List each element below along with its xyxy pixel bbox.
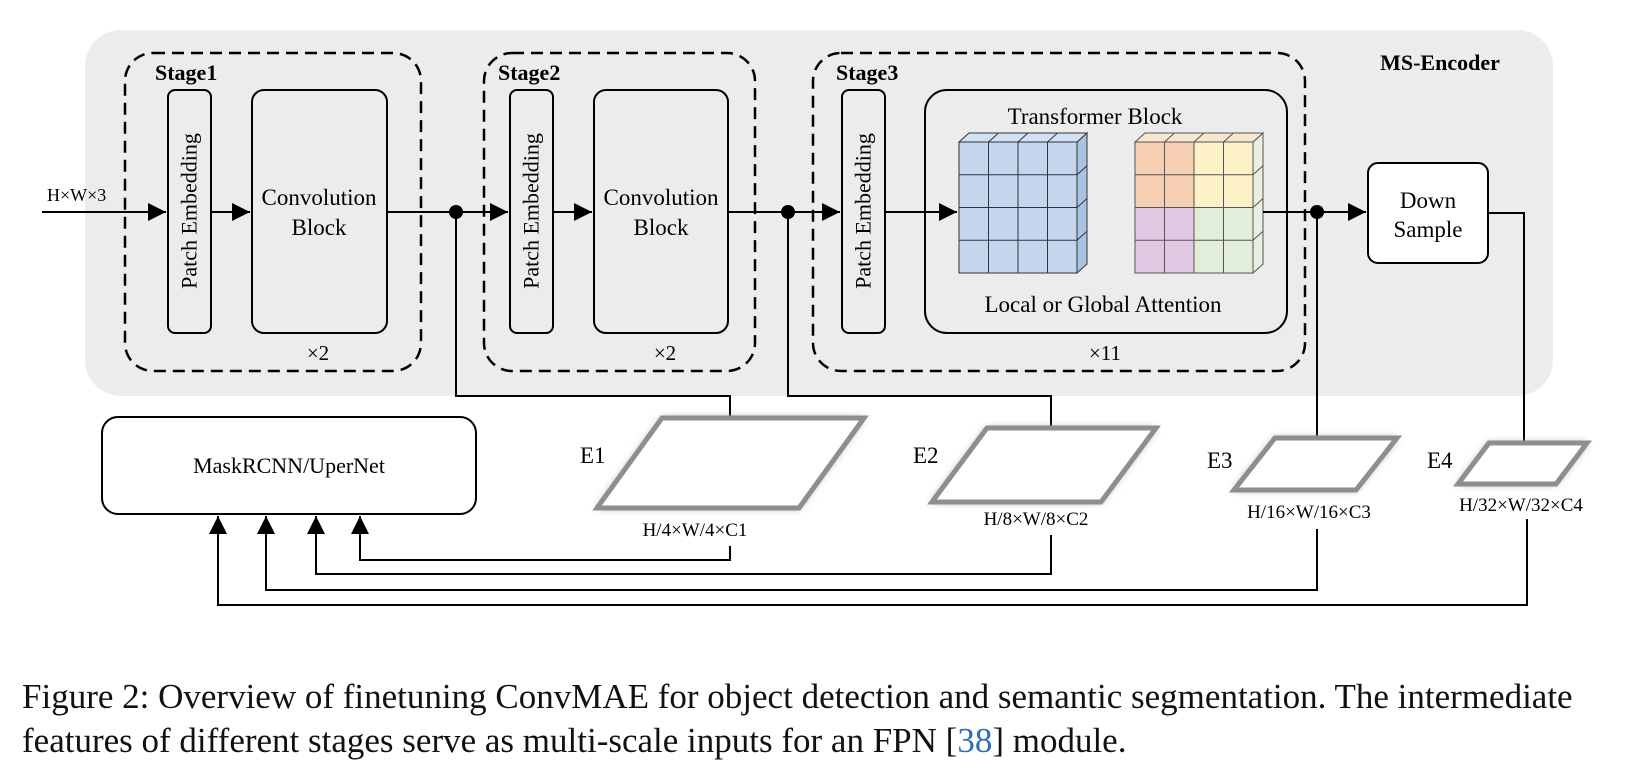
- stage1-block-line1: Convolution: [261, 185, 377, 210]
- feature-e3-name: E3: [1207, 448, 1233, 473]
- down-sample-block: [1367, 162, 1489, 264]
- return-arrows: [209, 516, 1528, 606]
- stage2-block-line1: Convolution: [603, 185, 719, 210]
- stage3-label: Stage3: [836, 60, 898, 85]
- stage2-label: Stage2: [498, 60, 560, 85]
- feature-e4-shape: H/32×W/32×C4: [1459, 495, 1583, 516]
- input-label: H×W×3: [47, 185, 106, 205]
- feature-e2-shape: H/8×W/8×C2: [984, 509, 1089, 530]
- maskrcnn-upernet-block: [101, 416, 477, 515]
- feature-map-e4: [1452, 440, 1593, 487]
- caption-text: Figure 2: Overview of finetuning ConvMAE…: [22, 677, 1573, 760]
- stage1-block-line2: Block: [292, 215, 347, 240]
- encoder-diagram: MS-Encoder Stage1 Stage2 Stage3 Patch Em…: [42, 30, 1593, 606]
- global-attention-cube: [957, 131, 1089, 275]
- feature-e1-shape: H/4×W/4×C1: [643, 520, 748, 541]
- down-sample-line2: Sample: [1394, 217, 1463, 242]
- feature-e1-name: E1: [580, 443, 606, 468]
- transformer-block-subtitle: Local or Global Attention: [985, 292, 1222, 317]
- stage3-patch-embedding-label: Patch Embedding: [851, 133, 876, 289]
- encoder-title: MS-Encoder: [1380, 50, 1500, 75]
- stage3-repeat: ×11: [1089, 341, 1121, 365]
- stage1-label: Stage1: [155, 60, 217, 85]
- caption-text-end: ] module.: [992, 721, 1127, 760]
- stage1-container: [123, 51, 423, 373]
- feature-map-e1: [592, 415, 869, 511]
- stage1-patch-embedding-label: Patch Embedding: [177, 133, 202, 289]
- feature-e4-name: E4: [1427, 448, 1453, 473]
- feature-map-e3: [1228, 435, 1403, 493]
- stage1-repeat: ×2: [307, 341, 329, 365]
- stage2-patch-embedding-label: Patch Embedding: [519, 133, 544, 289]
- head-label: MaskRCNN/UperNet: [193, 453, 385, 478]
- feature-map-e2: [927, 425, 1161, 505]
- caption-reference-link[interactable]: 38: [957, 721, 993, 760]
- stage2-repeat: ×2: [654, 341, 676, 365]
- transformer-block-title: Transformer Block: [1008, 104, 1183, 129]
- down-sample-line1: Down: [1400, 188, 1457, 213]
- feature-e3-shape: H/16×W/16×C3: [1247, 502, 1371, 523]
- stage2-block-line2: Block: [634, 215, 689, 240]
- local-attention-cube: [1133, 131, 1265, 275]
- feature-e2-name: E2: [913, 443, 939, 468]
- figure-caption: Figure 2: Overview of finetuning ConvMAE…: [22, 675, 1622, 763]
